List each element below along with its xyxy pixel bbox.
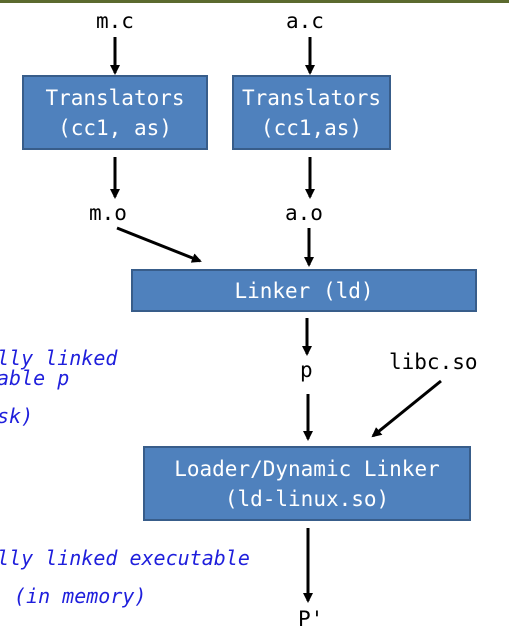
translator-box-right: Translators (cc1,as) [232, 75, 391, 150]
in-memory-note: (in memory) [14, 584, 147, 608]
partially-linked-note-line2: able p [0, 366, 70, 390]
top-border [0, 0, 509, 3]
translator-left-line1: Translators [45, 85, 185, 110]
loader-box: Loader/Dynamic Linker (ld-linux.so) [143, 446, 471, 521]
fully-linked-note: lly linked executable [0, 546, 250, 570]
linker-label: Linker (ld) [234, 278, 374, 303]
a-source-label: a.c [286, 9, 324, 33]
linker-box: Linker (ld) [131, 269, 477, 312]
on-disk-note: sk) [0, 404, 34, 428]
translator-right-line1: Translators [241, 85, 382, 110]
m-object-label: m.o [89, 201, 127, 225]
loader-line2: (ld-linux.so) [224, 486, 390, 511]
a-object-label: a.o [285, 201, 323, 225]
shared-library-label: libc.so [389, 350, 478, 374]
partial-executable-label: p [300, 358, 313, 382]
final-executable-label: P' [298, 607, 324, 631]
loader-line1: Loader/Dynamic Linker [174, 456, 440, 481]
arrow-mo-to-linker [116, 226, 202, 263]
m-source-label: m.c [96, 9, 134, 33]
translator-box-left: Translators (cc1, as) [22, 75, 208, 150]
arrow-libc-to-loader [371, 379, 442, 438]
translator-left-line2: (cc1, as) [58, 115, 172, 140]
translator-right-line2: (cc1,as) [260, 115, 363, 140]
partially-linked-note-line1: lly linked [0, 346, 118, 370]
